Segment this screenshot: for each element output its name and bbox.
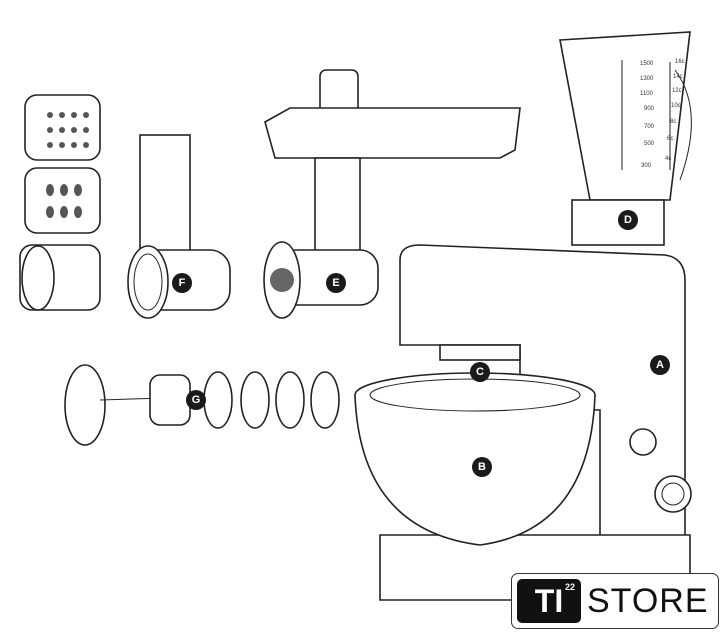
scale-cups: 12c — [672, 88, 682, 94]
scale-ml: 900 — [644, 106, 655, 112]
blender-jug — [559, 31, 692, 246]
label-b: B — [472, 457, 492, 477]
scale-cups: 10c — [671, 103, 681, 109]
scale-ml: 300 — [641, 163, 652, 169]
label-a: A — [650, 355, 670, 375]
logo-mark: TI 22 — [517, 579, 581, 623]
scale-cups: 4c — [665, 156, 672, 162]
mincer-parts — [64, 364, 340, 446]
store-logo: TI 22 STORE — [511, 573, 719, 629]
label-g: G — [186, 390, 206, 410]
scale-ml: 500 — [644, 141, 655, 147]
scale-ml: 1300 — [640, 76, 654, 82]
grating-drums — [19, 94, 101, 311]
scale-cups: 14c — [673, 74, 683, 80]
label-c: C — [470, 362, 490, 382]
label-d: D — [618, 210, 638, 230]
scale-ml: 1500 — [640, 61, 654, 67]
logo-text: STORE — [587, 581, 709, 620]
slicer-attachment — [127, 134, 231, 319]
scale-ml: 1100 — [640, 91, 653, 97]
label-f: F — [172, 273, 192, 293]
mincer-attachment — [263, 69, 521, 319]
scale-ml: 700 — [644, 124, 655, 130]
label-e: E — [326, 273, 346, 293]
logo-mark-text: TI — [534, 582, 564, 619]
logo-superscript: 22 — [564, 582, 575, 592]
scale-cups: 16c — [675, 59, 685, 65]
scale-cups: 6c — [667, 136, 674, 142]
scale-cups: 8c — [670, 119, 677, 125]
